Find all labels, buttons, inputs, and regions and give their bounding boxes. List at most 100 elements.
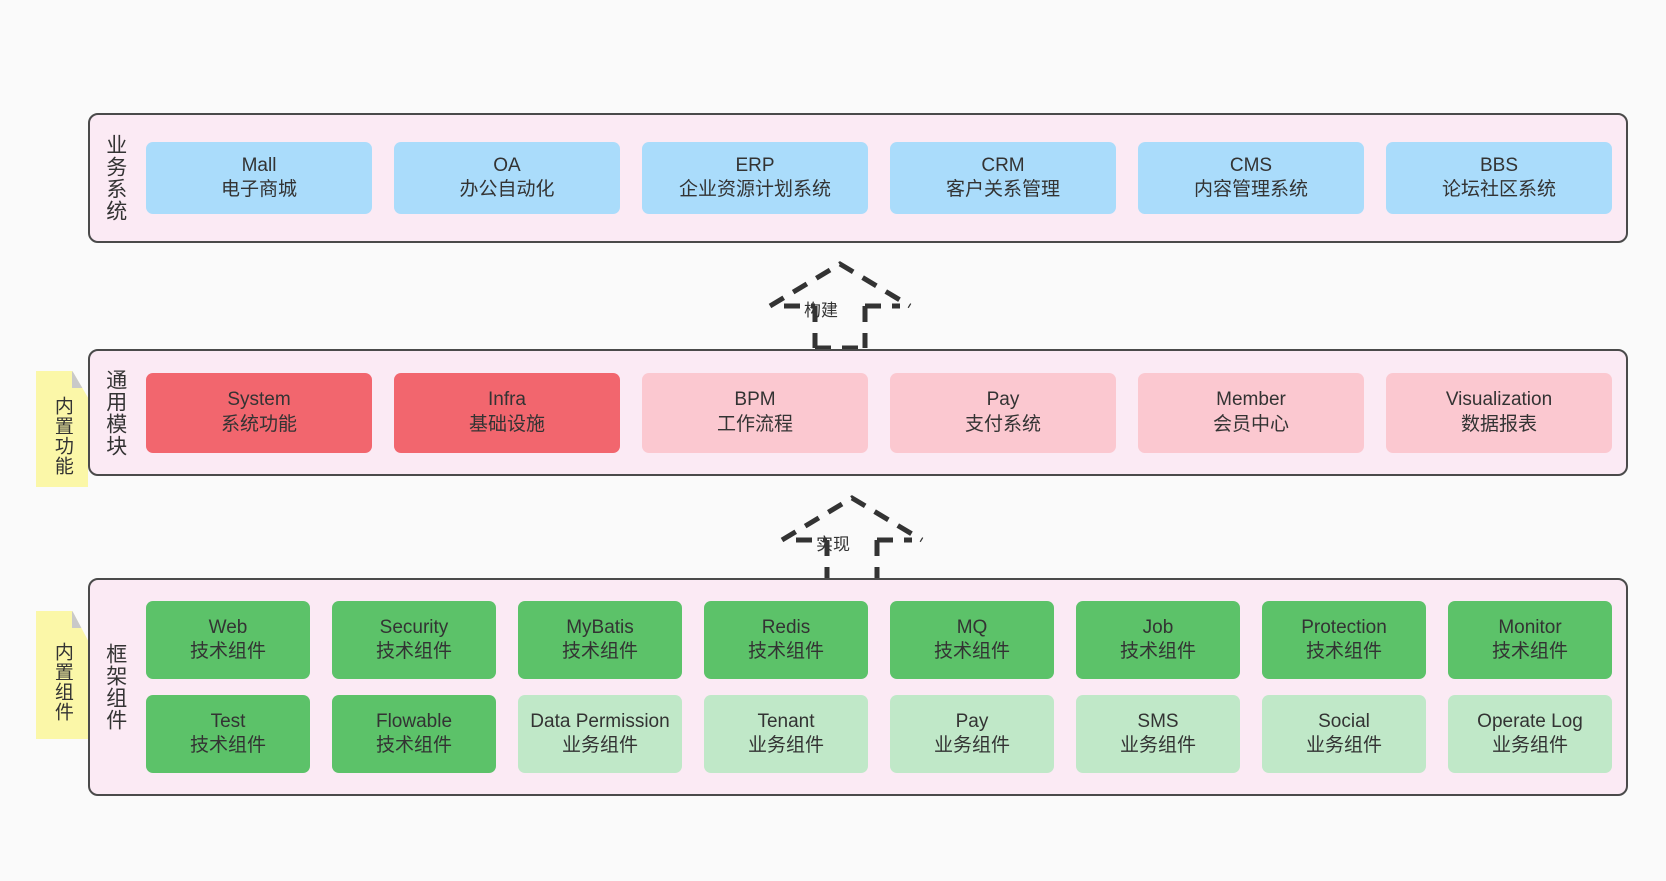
row-common-modules: System 系统功能 Infra 基础设施 BPM 工作流程 Pay 支付系统… — [146, 372, 1612, 453]
node-mall[interactable]: Mall 电子商城 — [146, 142, 372, 214]
node-title: Flowable — [375, 710, 453, 732]
node-subtitle: 技术组件 — [1119, 641, 1196, 662]
node-web[interactable]: Web 技术组件 — [146, 601, 310, 679]
node-subtitle: 技术组件 — [189, 641, 266, 662]
node-subtitle: 技术组件 — [1491, 641, 1568, 662]
node-subtitle: 数据报表 — [1460, 413, 1537, 435]
node-data-permission[interactable]: Data Permission 业务组件 — [518, 695, 682, 773]
node-protection[interactable]: Protection 技术组件 — [1262, 601, 1426, 679]
node-social[interactable]: Social 业务组件 — [1262, 695, 1426, 773]
node-system[interactable]: System 系统功能 — [146, 372, 372, 453]
node-title: System — [227, 389, 291, 411]
node-subtitle: 基础设施 — [468, 413, 545, 435]
node-title: CMS — [1229, 154, 1273, 176]
note-label: 内置功能 — [51, 396, 73, 476]
note-fold-corner-icon — [72, 371, 88, 388]
node-subtitle: 企业资源计划系统 — [678, 179, 831, 200]
node-subtitle: 电子商城 — [220, 179, 297, 200]
node-title: OA — [493, 154, 521, 176]
node-visualization[interactable]: Visualization 数据报表 — [1386, 372, 1612, 453]
node-test[interactable]: Test 技术组件 — [146, 695, 310, 773]
row-business-systems: Mall 电子商城 OA 办公自动化 ERP 企业资源计划系统 CRM 客户关系… — [146, 142, 1612, 214]
layer-framework-components: 框架组件 Web 技术组件 Security 技术组件 MyBatis 技术组件… — [88, 578, 1628, 796]
node-subtitle: 会员中心 — [1212, 413, 1289, 435]
node-subtitle: 工作流程 — [716, 413, 793, 435]
node-pay[interactable]: Pay 支付系统 — [890, 372, 1116, 453]
node-subtitle: 系统功能 — [220, 413, 297, 435]
node-bpm[interactable]: BPM 工作流程 — [642, 372, 868, 453]
row-tech-components: Web 技术组件 Security 技术组件 MyBatis 技术组件 Redi… — [146, 601, 1612, 679]
node-title: Protection — [1301, 616, 1387, 638]
note-label: 内置组件 — [51, 642, 73, 722]
node-subtitle: 支付系统 — [964, 413, 1041, 435]
node-subtitle: 技术组件 — [933, 641, 1010, 662]
node-sms[interactable]: SMS 业务组件 — [1076, 695, 1240, 773]
node-job[interactable]: Job 技术组件 — [1076, 601, 1240, 679]
node-security[interactable]: Security 技术组件 — [332, 601, 496, 679]
node-mybatis[interactable]: MyBatis 技术组件 — [518, 601, 682, 679]
node-subtitle: 业务组件 — [561, 735, 638, 756]
node-title: Infra — [487, 389, 527, 411]
node-subtitle: 业务组件 — [933, 735, 1010, 756]
node-crm[interactable]: CRM 客户关系管理 — [890, 142, 1116, 214]
arrow-implement-label: 实现 — [816, 535, 850, 554]
node-title: Web — [208, 616, 248, 638]
layer-title-business-systems: 业务系统 — [103, 134, 127, 222]
node-subtitle: 内容管理系统 — [1193, 179, 1308, 200]
node-bbs[interactable]: BBS 论坛社区系统 — [1386, 142, 1612, 214]
node-title: MyBatis — [566, 616, 634, 638]
arrow-implement: 实现 — [772, 492, 932, 585]
arrow-build: 构建 — [760, 258, 920, 351]
node-subtitle: 业务组件 — [1491, 735, 1568, 756]
node-title: CRM — [981, 154, 1025, 176]
node-subtitle: 技术组件 — [561, 641, 638, 662]
node-subtitle: 技术组件 — [375, 735, 452, 756]
node-title: Visualization — [1445, 389, 1553, 411]
node-mq[interactable]: MQ 技术组件 — [890, 601, 1054, 679]
node-title: Job — [1142, 616, 1174, 638]
node-subtitle: 技术组件 — [375, 641, 452, 662]
node-subtitle: 技术组件 — [747, 641, 824, 662]
arrow-build-label: 构建 — [804, 301, 838, 320]
node-subtitle: 业务组件 — [1119, 735, 1196, 756]
layer-body-framework-components: Web 技术组件 Security 技术组件 MyBatis 技术组件 Redi… — [140, 580, 1626, 794]
node-subtitle: 办公自动化 — [459, 179, 555, 200]
node-title: SMS — [1137, 710, 1179, 732]
node-redis[interactable]: Redis 技术组件 — [704, 601, 868, 679]
node-title: Redis — [761, 616, 811, 638]
node-title: Test — [210, 710, 246, 732]
node-monitor[interactable]: Monitor 技术组件 — [1448, 601, 1612, 679]
node-operate-log[interactable]: Operate Log 业务组件 — [1448, 695, 1612, 773]
layer-body-common-modules: System 系统功能 Infra 基础设施 BPM 工作流程 Pay 支付系统… — [140, 351, 1626, 474]
layer-body-business-systems: Mall 电子商城 OA 办公自动化 ERP 企业资源计划系统 CRM 客户关系… — [140, 115, 1626, 241]
node-title: Monitor — [1498, 616, 1562, 638]
node-title: Pay — [955, 710, 989, 732]
node-subtitle: 业务组件 — [1305, 735, 1382, 756]
node-erp[interactable]: ERP 企业资源计划系统 — [642, 142, 868, 214]
node-title: Member — [1216, 389, 1286, 411]
node-title: Tenant — [757, 710, 815, 732]
layer-title-framework-components: 框架组件 — [103, 643, 127, 731]
node-title: Mall — [241, 154, 277, 176]
node-infra[interactable]: Infra 基础设施 — [394, 372, 620, 453]
node-tenant[interactable]: Tenant 业务组件 — [704, 695, 868, 773]
layer-title-common-modules: 通用模块 — [103, 368, 127, 457]
node-subtitle: 技术组件 — [1305, 641, 1382, 662]
note-builtin-components: 内置组件 — [36, 611, 88, 739]
node-oa[interactable]: OA 办公自动化 — [394, 142, 620, 214]
node-member[interactable]: Member 会员中心 — [1138, 372, 1364, 453]
node-flowable[interactable]: Flowable 技术组件 — [332, 695, 496, 773]
layer-common-modules: 通用模块 System 系统功能 Infra 基础设施 BPM 工作流程 Pay… — [88, 349, 1628, 476]
node-title: ERP — [735, 154, 775, 176]
node-subtitle: 客户关系管理 — [945, 179, 1060, 200]
note-builtin-features: 内置功能 — [36, 371, 88, 487]
node-title: BBS — [1479, 154, 1519, 176]
note-fold-corner-icon — [72, 611, 88, 628]
node-pay-component[interactable]: Pay 业务组件 — [890, 695, 1054, 773]
node-title: Operate Log — [1477, 710, 1583, 732]
node-title: Security — [379, 616, 449, 638]
node-cms[interactable]: CMS 内容管理系统 — [1138, 142, 1364, 214]
node-title: Data Permission — [530, 710, 670, 732]
layer-business-systems: 业务系统 Mall 电子商城 OA 办公自动化 ERP 企业资源计划系统 CRM… — [88, 113, 1628, 243]
